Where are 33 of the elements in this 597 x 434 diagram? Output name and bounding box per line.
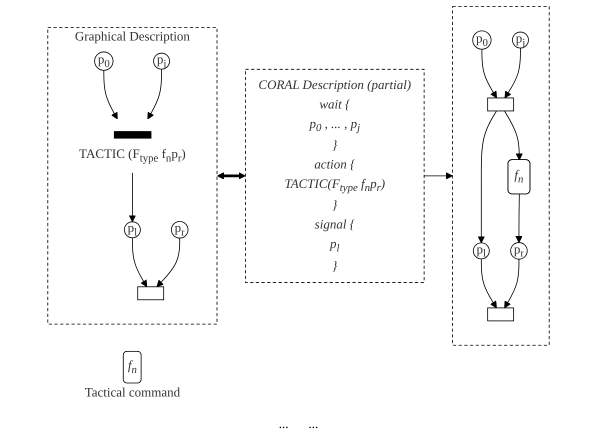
arrow	[147, 68, 162, 120]
arrow	[424, 172, 453, 180]
node-circle: p$_{r}$	[510, 242, 528, 260]
node-circle: p$_{0}$	[472, 30, 492, 50]
node-box: CORAL Description (partial) wait { p$_{0}$ , ... , p$_{j}$ } action { TACTIC(F$_{type}$ f$_{n}$p$_{r}$) } signal { p$_{l}$ }	[245, 68, 425, 283]
arrow	[504, 110, 523, 160]
arrow	[482, 48, 498, 98]
arrow	[217, 172, 246, 180]
node-circle: p$_{0}$	[94, 52, 114, 71]
node-box: f$_{n}$	[123, 350, 142, 384]
node-bar	[487, 308, 514, 322]
node-label: TACTIC (F$_{type}$ f$_{n}$p$_{r}$)	[79, 147, 186, 164]
ellipsis-text: ...	[278, 416, 288, 431]
arrow	[504, 48, 521, 98]
arrow	[515, 194, 523, 243]
node-circle: p$_{j}$	[153, 52, 170, 70]
arrow	[103, 70, 118, 120]
arrow	[480, 258, 497, 308]
node-label: Tactical command	[84, 386, 180, 400]
arrow	[156, 238, 180, 288]
node-circle: p$_{j}$	[512, 32, 529, 48]
cluster	[452, 6, 550, 346]
node-circle: p$_{l}$	[124, 221, 141, 238]
arrow	[504, 258, 520, 308]
node-bar	[137, 286, 164, 300]
ellipsis-text: ...	[308, 416, 318, 431]
arrow	[128, 172, 136, 222]
arrow	[478, 110, 497, 244]
node-circle: p$_{l}$	[472, 242, 490, 260]
node-bar	[487, 98, 514, 112]
node-bar	[114, 131, 152, 139]
arrow	[132, 237, 148, 288]
node-circle: p$_{r}$	[171, 221, 188, 238]
